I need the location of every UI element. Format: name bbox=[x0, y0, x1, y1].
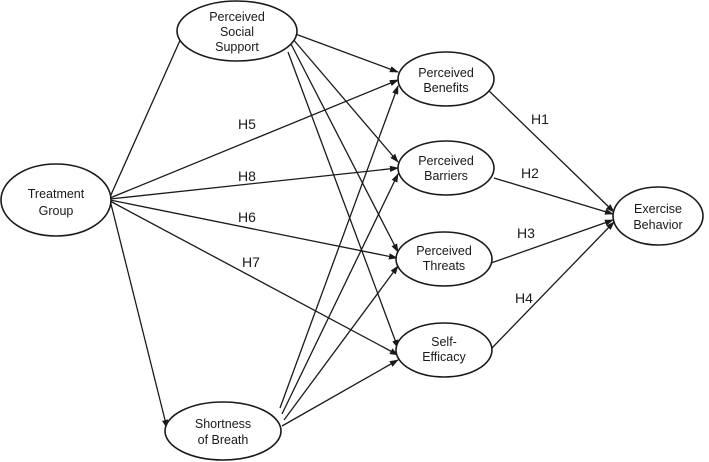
node-shortness-of-breath-line-2: of Breath bbox=[198, 433, 249, 447]
node-perceived-barriers: Perceived Barriers bbox=[397, 140, 495, 196]
node-shortness-of-breath: Shortness of Breath bbox=[164, 401, 282, 461]
node-perceived-benefits-line-2: Benefits bbox=[423, 81, 468, 95]
edges bbox=[109, 26, 615, 429]
edge-social-support-to-benefits bbox=[289, 31, 399, 73]
edge-labels: H5 H8 H6 H7 H1 H2 H3 H4 bbox=[238, 111, 549, 306]
edge-threats-to-exercise bbox=[490, 219, 614, 264]
node-perceived-threats-line-1: Perceived bbox=[416, 244, 472, 258]
hypothesis-label-h8: H8 bbox=[238, 168, 256, 184]
node-perceived-barriers-line-1: Perceived bbox=[418, 154, 474, 168]
edge-treatment-to-benefits bbox=[109, 79, 399, 199]
node-exercise-behavior-line-2: Behavior bbox=[633, 218, 682, 232]
edge-social-support-to-barriers bbox=[291, 37, 399, 163]
hypothesis-label-h7: H7 bbox=[242, 254, 260, 270]
node-exercise-behavior: Exercise Behavior bbox=[612, 186, 704, 246]
node-self-efficacy-line-2: Efficacy bbox=[422, 350, 466, 364]
edge-social-support-to-threats bbox=[290, 43, 399, 253]
hypothesis-label-h3: H3 bbox=[517, 225, 535, 241]
node-treatment-group-line-1: Treatment bbox=[28, 187, 85, 201]
node-perceived-social-support-line-2: Social bbox=[220, 25, 254, 39]
node-perceived-social-support: Perceived Social Support bbox=[176, 0, 298, 62]
hypothesis-label-h6: H6 bbox=[238, 209, 256, 225]
edge-barriers-to-exercise bbox=[493, 177, 614, 215]
node-perceived-social-support-line-1: Perceived bbox=[209, 10, 265, 24]
edge-social-support-to-self-efficacy bbox=[287, 51, 399, 349]
hypothesis-label-h2: H2 bbox=[521, 165, 539, 181]
node-self-efficacy: Self- Efficacy bbox=[395, 322, 493, 378]
node-perceived-social-support-line-3: Support bbox=[215, 40, 259, 54]
hypothesis-label-h1: H1 bbox=[531, 111, 549, 127]
edge-treatment-to-threats bbox=[109, 199, 398, 260]
edge-shortness-to-threats bbox=[283, 265, 399, 421]
edge-benefits-to-exercise bbox=[485, 87, 615, 213]
edge-shortness-to-benefits bbox=[279, 85, 399, 409]
node-self-efficacy-line-1: Self- bbox=[431, 335, 457, 349]
edge-self-efficacy-to-exercise bbox=[489, 221, 615, 351]
hypothesis-label-h4: H4 bbox=[515, 290, 533, 306]
node-perceived-threats-line-2: Threats bbox=[423, 259, 465, 273]
edge-treatment-to-barriers bbox=[109, 165, 399, 200]
node-perceived-benefits: Perceived Benefits bbox=[397, 51, 495, 107]
node-perceived-benefits-line-1: Perceived bbox=[418, 66, 474, 80]
node-perceived-barriers-line-2: Barriers bbox=[424, 169, 468, 183]
hypothesis-label-h5: H5 bbox=[238, 116, 256, 132]
node-treatment-group: Treatment Group bbox=[0, 163, 112, 237]
edge-shortness-to-self-efficacy bbox=[281, 359, 399, 427]
node-perceived-threats: Perceived Threats bbox=[395, 231, 493, 287]
edge-treatment-to-shortness-of-breath bbox=[109, 199, 169, 429]
node-shortness-of-breath-line-1: Shortness bbox=[195, 417, 251, 431]
edge-treatment-to-self-efficacy bbox=[109, 200, 399, 356]
node-treatment-group-line-2: Group bbox=[39, 204, 74, 218]
edge-shortness-to-barriers bbox=[281, 173, 399, 415]
node-exercise-behavior-line-1: Exercise bbox=[634, 202, 682, 216]
edge-treatment-to-social-support bbox=[109, 26, 187, 198]
